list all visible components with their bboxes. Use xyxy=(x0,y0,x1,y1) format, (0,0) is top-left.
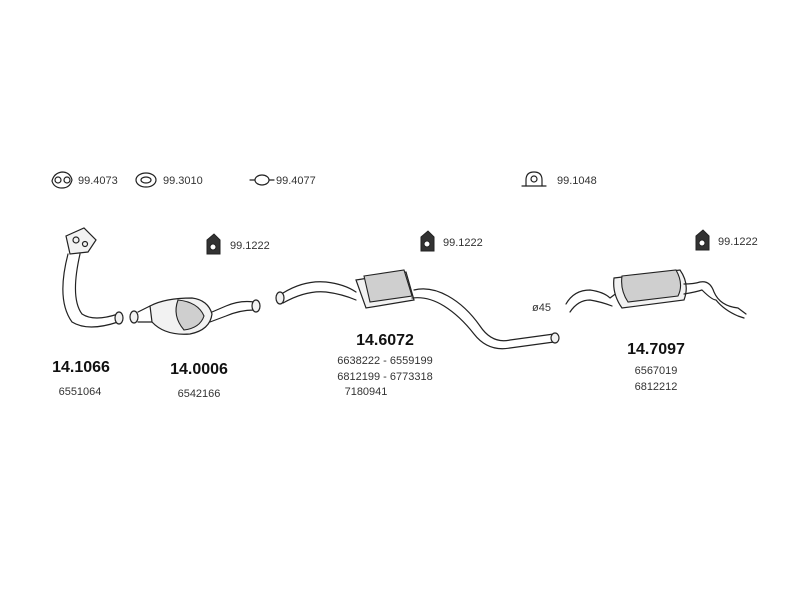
hardware-item-flange-seal[interactable]: 99.4077 xyxy=(249,174,316,187)
rubber-hanger-icon xyxy=(206,233,221,255)
hardware-code: 99.1048 xyxy=(557,175,597,187)
hardware-code: 99.4077 xyxy=(276,175,316,187)
hardware-item-double-ring-gasket[interactable]: 99.4073 xyxy=(51,171,118,189)
catalytic-converter-drawing[interactable] xyxy=(129,297,261,335)
rear-silencer-drawing[interactable] xyxy=(565,269,747,319)
part-label-catalytic-converter[interactable]: 14.0006 6542166 xyxy=(170,361,228,400)
part-number: 14.6072 xyxy=(356,332,414,349)
hardware-code: 99.4073 xyxy=(78,175,118,187)
hanger-code: 99.1222 xyxy=(443,237,483,249)
hanger-item-3[interactable]: 99.1222 xyxy=(695,229,758,251)
oem-ref: 6551064 xyxy=(59,386,102,398)
pipe-diameter-label: ø45 xyxy=(532,302,551,314)
flange-seal-icon xyxy=(249,174,275,186)
oem-ref: 6812212 xyxy=(635,381,678,393)
hanger-item-1[interactable]: 99.1222 xyxy=(206,233,270,255)
oem-ref: 6638222 - 6559199 xyxy=(337,355,432,367)
oem-ref: 6567019 xyxy=(635,365,678,377)
part-label-front-pipe[interactable]: 14.1066 6551064 xyxy=(52,359,110,398)
hanger-code: 99.1222 xyxy=(230,240,270,252)
hanger-code: 99.1222 xyxy=(718,236,758,248)
part-number: 14.0006 xyxy=(170,361,228,378)
oem-ref: 7180941 xyxy=(345,386,388,398)
hardware-code: 99.3010 xyxy=(163,175,203,187)
part-number: 14.7097 xyxy=(627,341,685,358)
middle-silencer-drawing[interactable] xyxy=(275,269,560,350)
rubber-hanger-icon xyxy=(420,230,435,252)
double-ring-gasket-icon xyxy=(51,171,73,189)
clamp-icon xyxy=(521,171,547,187)
oem-ref: 6542166 xyxy=(178,388,221,400)
part-label-rear-silencer[interactable]: 14.7097 6567019 6812212 xyxy=(627,341,685,393)
part-number: 14.1066 xyxy=(52,359,110,376)
ring-gasket-icon xyxy=(135,172,157,188)
part-label-middle-silencer[interactable]: 14.6072 6638222 - 6559199 6812199 - 6773… xyxy=(337,332,432,398)
front-pipe-drawing[interactable] xyxy=(62,227,124,328)
hardware-item-clamp[interactable]: 99.1048 xyxy=(521,171,597,187)
hardware-item-ring-gasket[interactable]: 99.3010 xyxy=(135,172,203,188)
rubber-hanger-icon xyxy=(695,229,710,251)
hanger-item-2[interactable]: 99.1222 xyxy=(420,230,483,252)
oem-ref: 6812199 - 6773318 xyxy=(337,371,432,383)
